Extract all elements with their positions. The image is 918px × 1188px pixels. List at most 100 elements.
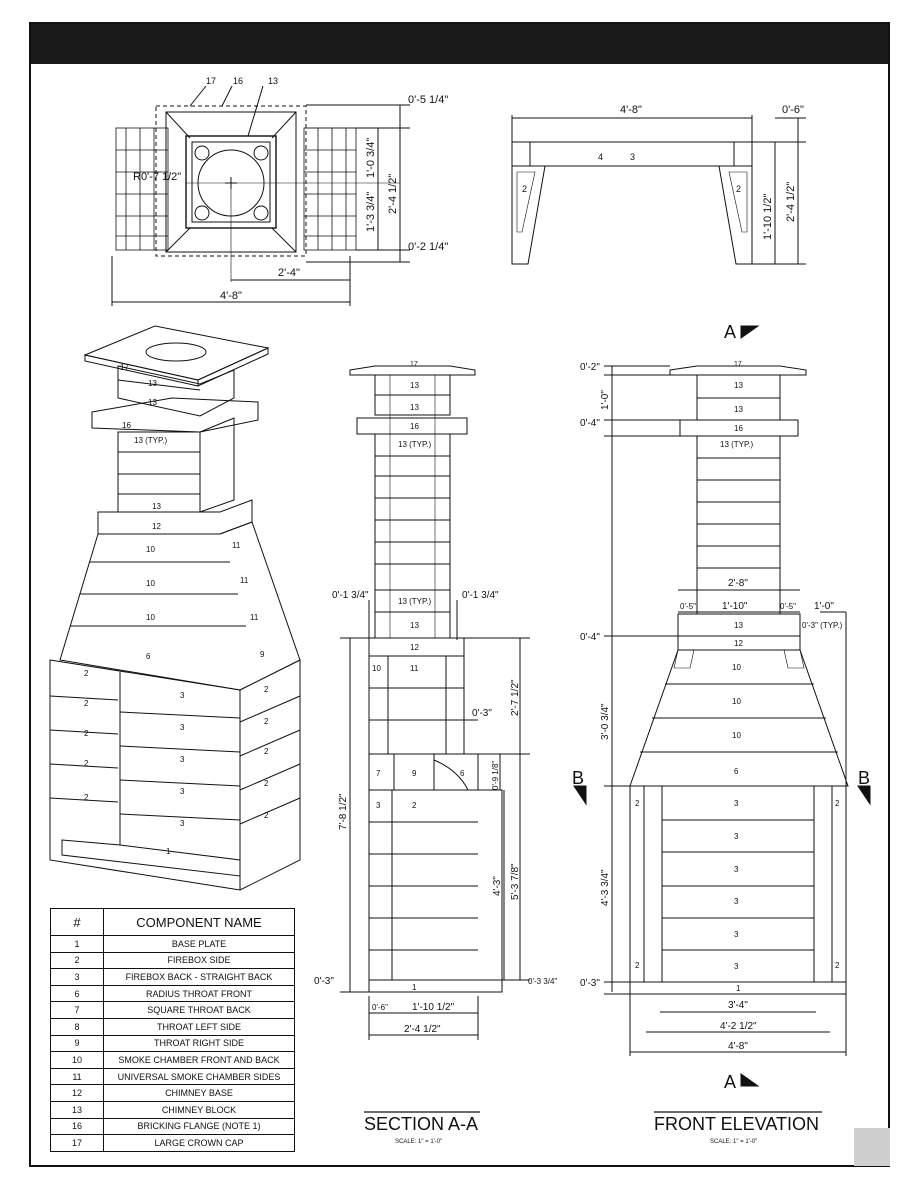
side-cap-view xyxy=(511,115,806,265)
iso-13b: 13 xyxy=(148,398,157,407)
front-10c: 10 xyxy=(732,731,741,740)
front-10b: 10 xyxy=(732,697,741,706)
component-name: BASE PLATE xyxy=(103,935,295,953)
mark-a-bottom: A xyxy=(724,1072,736,1092)
sec-9: 9 xyxy=(412,769,417,778)
dim-bottom-offset: 0'-2 1/4" xyxy=(408,241,448,253)
iso-3c: 3 xyxy=(180,755,185,764)
iso-2a: 2 xyxy=(84,669,89,678)
iso-2h: 2 xyxy=(264,779,269,788)
iso-9: 9 xyxy=(260,650,265,659)
front-2b: 2 xyxy=(835,799,840,808)
iso-3d: 3 xyxy=(180,787,185,796)
component-number: 1 xyxy=(50,935,104,953)
sec-dim-4: 0'-3" xyxy=(472,708,492,719)
iso-11a: 11 xyxy=(232,541,241,550)
side-label-2a: 2 xyxy=(522,184,527,194)
front-1: 1 xyxy=(736,984,741,993)
front-dim-8: 1'-0" xyxy=(814,601,834,612)
iso-3e: 3 xyxy=(180,819,185,828)
sec-dim-8: 5'-3 7/8" xyxy=(510,863,521,900)
component-name: THROAT LEFT SIDE xyxy=(103,1017,295,1036)
component-number: 8 xyxy=(50,1017,104,1036)
front-dim-5: 0'-5" xyxy=(680,602,696,611)
header-bar xyxy=(29,22,890,64)
sec-13typ2: 13 (TYP.) xyxy=(398,597,432,606)
component-number: 7 xyxy=(50,1001,104,1019)
side-label-2b: 2 xyxy=(736,184,741,194)
dim-lower: 1'-3 3/4" xyxy=(365,192,377,232)
component-number: 17 xyxy=(50,1134,104,1152)
front-elevation xyxy=(573,325,871,1113)
front-dim-16: 4'-8" xyxy=(728,1041,748,1052)
iso-10c: 10 xyxy=(146,613,155,622)
front-3f: 3 xyxy=(734,962,739,971)
component-number: 2 xyxy=(50,951,104,970)
front-17: 17 xyxy=(734,361,742,368)
dim-total-h2: 2'-4 1/2" xyxy=(785,182,797,222)
iso-13typ: 13 (TYP.) xyxy=(134,436,168,445)
component-name: RADIUS THROAT FRONT xyxy=(103,984,295,1003)
component-number: 13 xyxy=(50,1100,104,1119)
front-dim-10: 0'-4" xyxy=(580,632,600,643)
component-name: THROAT RIGHT SIDE xyxy=(103,1034,295,1053)
dim-half-w: 2'-4" xyxy=(278,267,300,279)
mark-b-right: B xyxy=(858,768,870,788)
sec-13b: 13 xyxy=(410,403,419,412)
sec-dim-7: 4'-3" xyxy=(492,876,503,896)
front-13b: 13 xyxy=(734,405,743,414)
table-header-num: # xyxy=(50,908,104,936)
front-dim-12: 4'-3 3/4" xyxy=(600,869,611,906)
section-labels: 17 13 13 16 13 (TYP.) 13 (TYP.) 13 12 10… xyxy=(314,361,557,1145)
iso-17: 17 xyxy=(120,363,129,372)
front-dim-4: 2'-8" xyxy=(728,578,748,589)
sec-dim-12: 1'-10 1/2" xyxy=(412,1002,455,1013)
component-name: SQUARE THROAT BACK xyxy=(103,1001,295,1019)
sec-13a: 13 xyxy=(410,381,419,390)
dim-top-offset: 0'-5 1/4" xyxy=(408,94,448,106)
sec-dim-11: 0'-6" xyxy=(372,1003,388,1012)
iso-2e: 2 xyxy=(84,729,89,738)
iso-2b: 2 xyxy=(264,685,269,694)
mark-b-left: B xyxy=(572,768,584,788)
dim-width: 4'-8" xyxy=(620,104,642,116)
component-name: BRICKING FLANGE (NOTE 1) xyxy=(103,1117,295,1136)
sec-dim-3: 2'-7 1/2" xyxy=(510,679,521,716)
iso-2f: 2 xyxy=(264,747,269,756)
sec-dim-6: 7'-8 1/2" xyxy=(338,793,349,830)
page-number-box xyxy=(854,1128,890,1166)
sec-12: 12 xyxy=(410,643,419,652)
component-name: CHIMNEY BLOCK xyxy=(103,1100,295,1119)
front-scale: SCALE: 1" = 1'-0" xyxy=(710,1139,757,1145)
front-dim-15: 4'-2 1/2" xyxy=(720,1021,757,1032)
table-header-name: COMPONENT NAME xyxy=(103,908,295,936)
iso-2i: 2 xyxy=(84,793,89,802)
iso-3a: 3 xyxy=(180,691,185,700)
front-dim-9: 0'-3" (TYP.) xyxy=(802,621,843,630)
side-label-4: 4 xyxy=(598,152,603,162)
dim-radius: R0'-7 1/2" xyxy=(133,171,181,183)
section-a-a xyxy=(340,365,530,1113)
iso-11c: 11 xyxy=(250,613,259,622)
front-dim-7: 0'-5" xyxy=(780,602,796,611)
iso-13a: 13 xyxy=(148,379,157,388)
sec-17: 17 xyxy=(410,361,418,368)
mark-a-top: A xyxy=(724,322,736,342)
component-name: UNIVERSAL SMOKE CHAMBER SIDES xyxy=(103,1067,295,1086)
sec-dim-1: 0'-1 3/4" xyxy=(332,590,369,601)
front-13c: 13 xyxy=(734,621,743,630)
front-3c: 3 xyxy=(734,865,739,874)
front-13typ: 13 (TYP.) xyxy=(720,440,754,449)
component-number: 9 xyxy=(50,1034,104,1053)
sec-dim-9: 0'-3" xyxy=(314,976,334,987)
